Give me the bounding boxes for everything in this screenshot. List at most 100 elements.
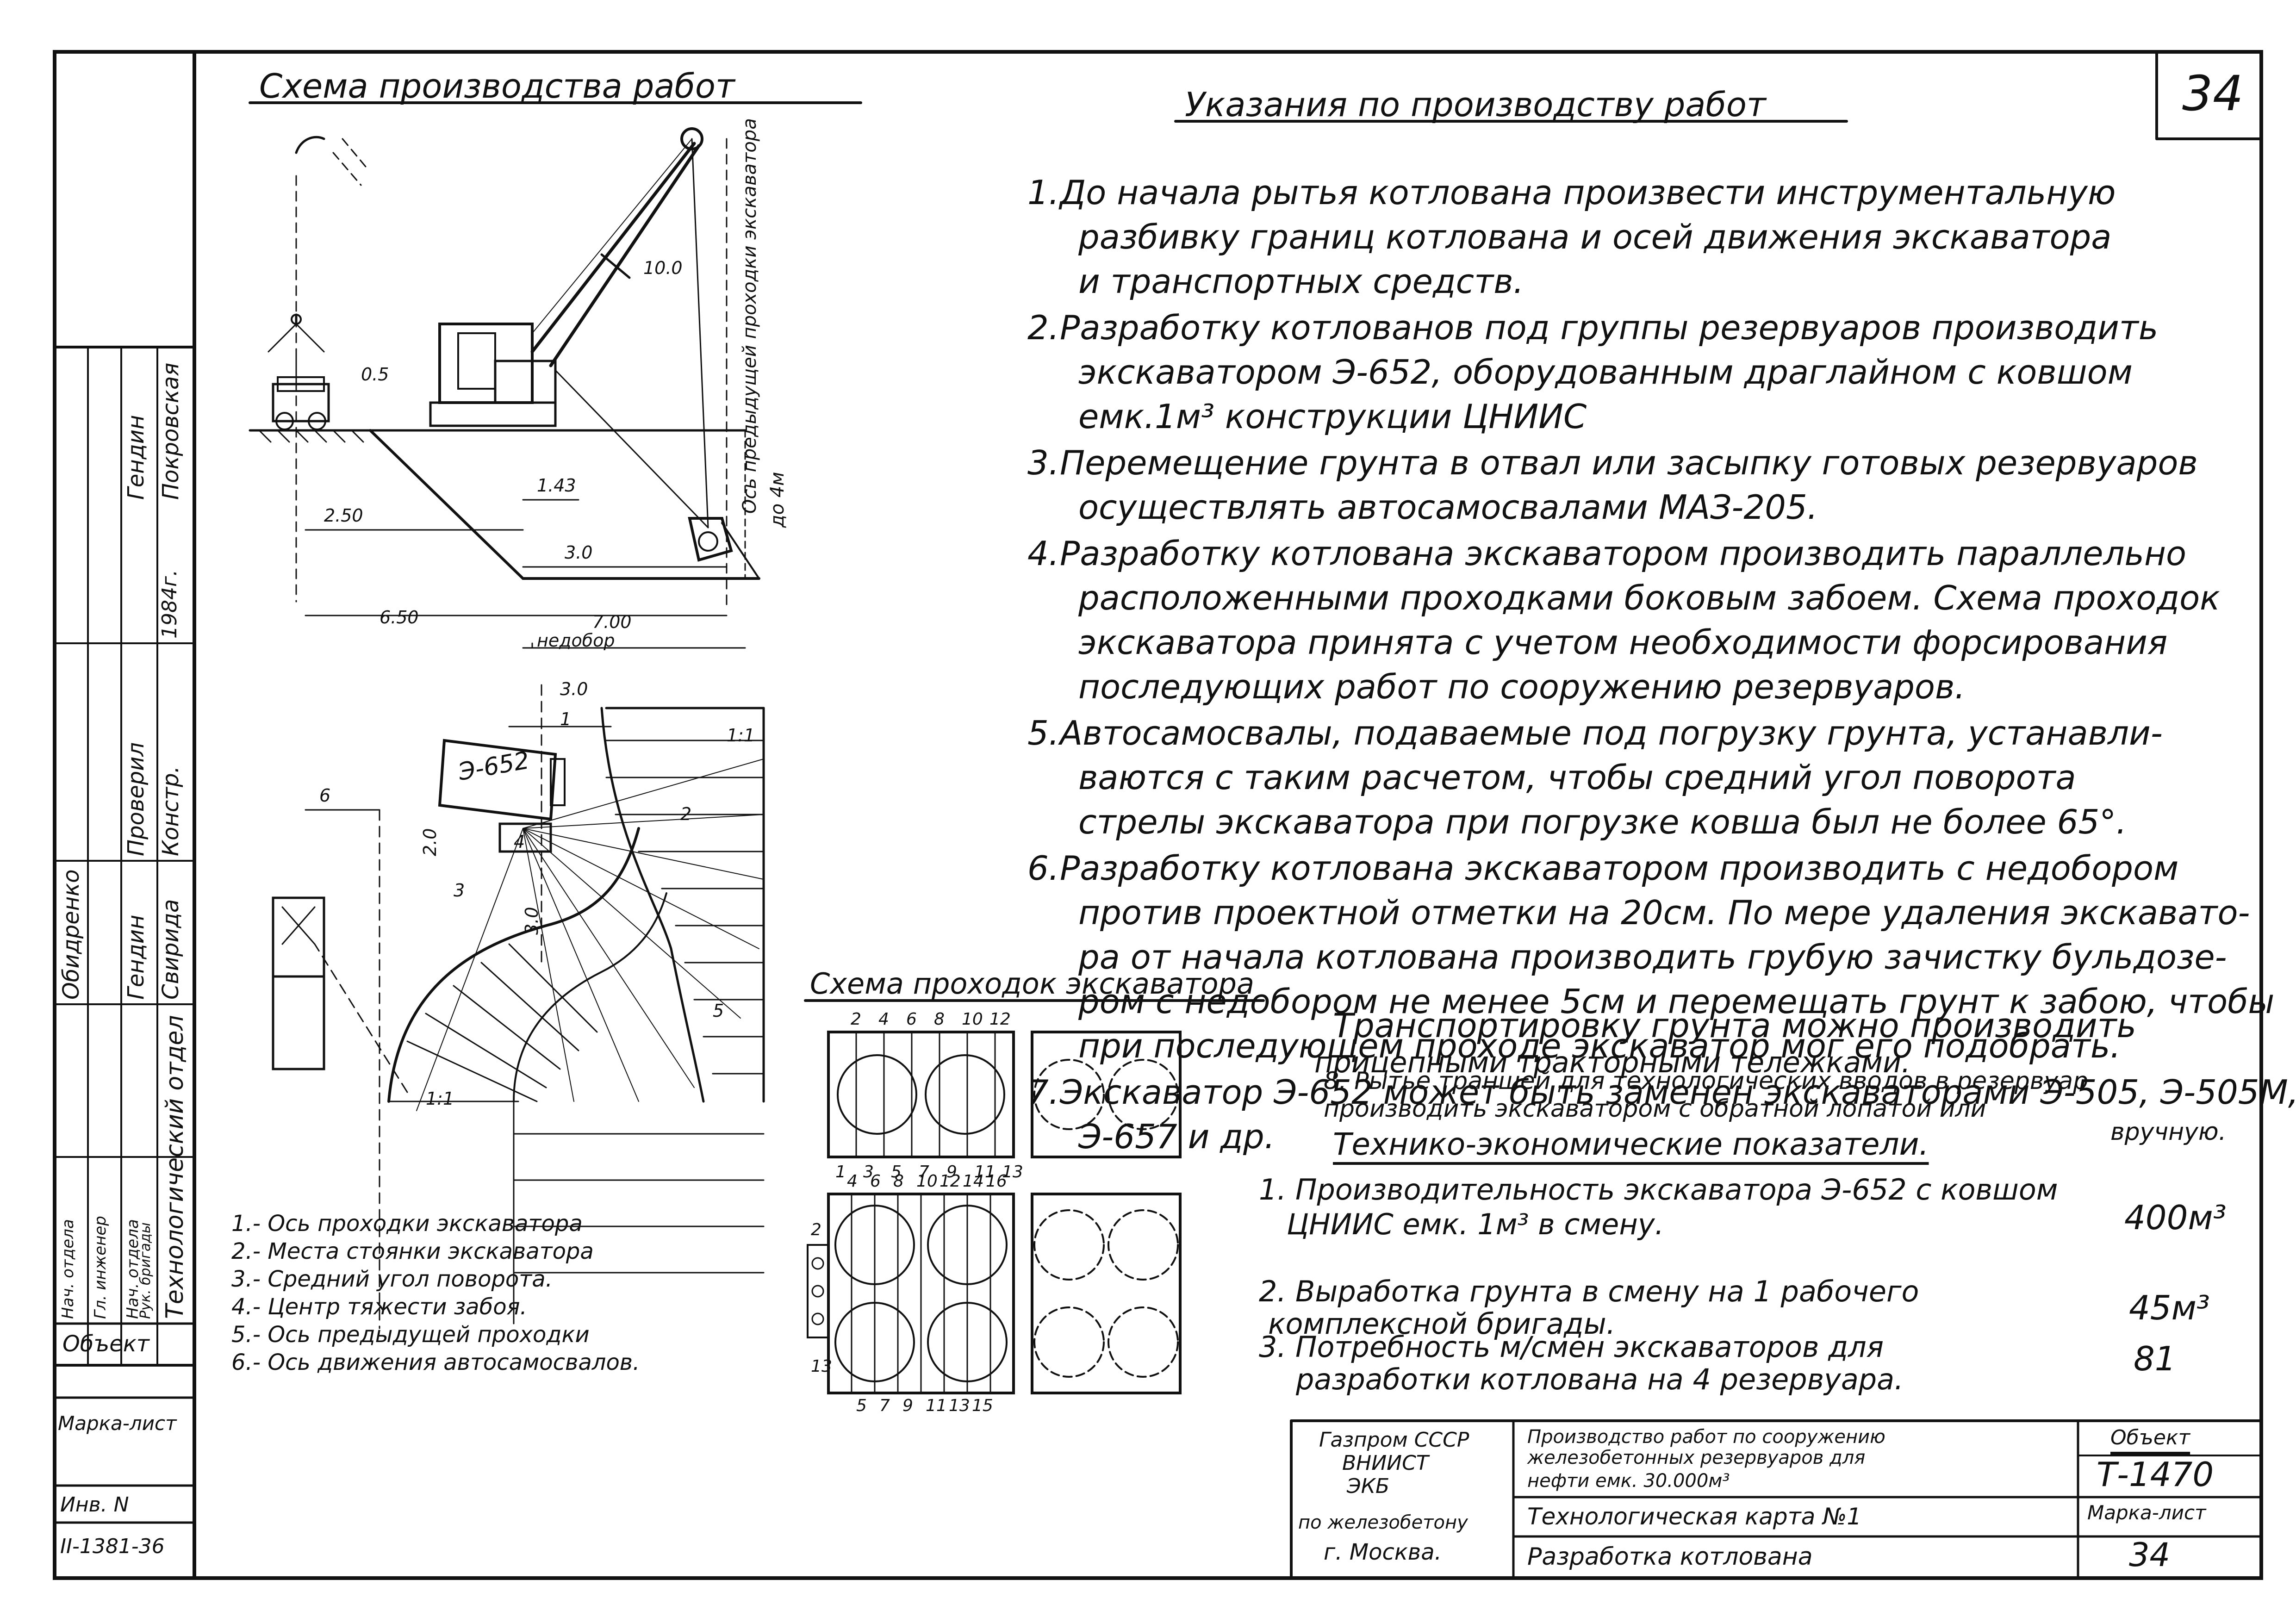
tep-3-line-2: разработки котлована на 4 резервуара.: [1296, 1362, 1904, 1396]
sidebar-role-2: Гл. инженер: [91, 1216, 110, 1319]
instruction-5-line-2: ваются с таким расчетом, чтобы средний у…: [1078, 758, 2076, 797]
instruction-1-line-1: До начала рытья котлована произвести инс…: [1060, 173, 2116, 212]
org-line-2: ВНИИСТ: [1342, 1451, 1429, 1475]
legend-3: 3.- Средний угол поворота.: [231, 1266, 553, 1292]
org-line-3: ЭКБ: [1347, 1474, 1390, 1498]
passes-bot-labels-a-6: 11: [974, 1163, 996, 1181]
passes-bot-labels-a-1: 1: [835, 1163, 846, 1181]
plan-dim-3-0: 3.0: [560, 679, 588, 699]
passes-top-labels-a-6: 12: [989, 1010, 1011, 1029]
legend-6: 6.- Ось движения автосамосвалов.: [231, 1349, 640, 1375]
passes-top-labels-a-3: 6: [906, 1010, 917, 1029]
dim-1-43: 1.43: [537, 475, 576, 496]
org-line-1: Газпром СССР: [1319, 1428, 1469, 1452]
tep-title: Технико-экономические показатели.: [1333, 1126, 1929, 1162]
item8-line-1: 8. Рытье траншей для технологических вво…: [1324, 1067, 2089, 1095]
instruction-1-number: 1.: [1027, 173, 1059, 212]
dim-2-50: 2.50: [324, 505, 363, 526]
instruction-4-line-2: расположенными проходками боковым забоем…: [1078, 578, 2220, 617]
tep-1-line-1: 1. Производительность экскаватора Э-652 …: [1259, 1173, 2058, 1206]
object-value: Т-1470: [2097, 1455, 2214, 1494]
instruction-6-line-2: против проектной отметки на 20см. По мер…: [1078, 893, 2250, 932]
dim-6-50: 6.50: [380, 607, 419, 628]
passes-top-labels-b-2: 6: [870, 1172, 881, 1191]
sidebar-col-name-2: Покровская: [158, 362, 184, 500]
page-number: 34: [2182, 65, 2244, 122]
passes-title: Схема проходок экскаватора: [810, 967, 1254, 1001]
prev-pass-axis-label: Ось предыдущей проходки экскаватора: [739, 118, 760, 514]
dim-7-00: 7.00: [592, 612, 632, 632]
tep-3-value: 81: [2134, 1339, 2176, 1378]
passes-bot-labels-b-1: 5: [856, 1396, 867, 1415]
passes-side-label-1: 2: [811, 1220, 821, 1239]
org-line-5: г. Москва.: [1324, 1539, 1442, 1565]
instruction-1-line-2: разбивку границ котлована и осей движени…: [1078, 218, 2112, 256]
passes-top-labels-b-6: 14: [963, 1172, 984, 1191]
tech-card-label: Технологическая карта №1: [1527, 1503, 1862, 1530]
plan-num-6: 6: [319, 785, 331, 806]
instruction-5-line-3: стрелы экскаватора при погрузке ковша бы…: [1078, 802, 2127, 841]
work-title: Разработка котлована: [1527, 1543, 1813, 1571]
legend-1: 1.- Ось проходки экскаватора: [231, 1211, 583, 1237]
org-line-4: по железобетону: [1298, 1512, 1468, 1533]
sidebar-review-1: Проверил: [123, 742, 149, 856]
instruction-3-number: 3.: [1027, 443, 1059, 482]
instructions-title: Указания по производству работ: [1185, 85, 1766, 124]
project-line-2: железобетонных резервуаров для: [1527, 1447, 1866, 1468]
instruction-6-line-3: ра от начала котлована производить грубу…: [1078, 938, 2227, 976]
plan-num-5: 5: [713, 1001, 724, 1021]
passes-top-labels-a-1: 2: [851, 1010, 861, 1029]
plan-num-2: 2: [680, 804, 692, 824]
sidebar-code: II-1381-36: [60, 1535, 165, 1558]
instruction-1-line-3: и транспортных средств.: [1078, 262, 1524, 301]
depth-label: до 4м: [767, 472, 788, 528]
plan-num-1: 1: [560, 709, 572, 729]
plan-num-4: 4: [514, 832, 525, 852]
project-line-3: нефти емк. 30.000м³: [1527, 1470, 1730, 1492]
slope-label-1: 1:1: [727, 725, 755, 746]
passes-bot-labels-a-3: 5: [891, 1163, 902, 1181]
passes-top-labels-a-5: 10: [962, 1010, 983, 1029]
sidebar-col-name-1: Гендин: [123, 415, 149, 500]
slope-label-2: 1:1: [426, 1088, 454, 1109]
tep-2-line-1: 2. Выработка грунта в смену на 1 рабочег…: [1259, 1275, 1919, 1308]
passes-bot-labels-b-2: 7: [879, 1396, 890, 1415]
instruction-3-line-2: осуществлять автосамосвалами МАЗ-205.: [1078, 488, 1818, 527]
sidebar-object: Объект: [62, 1331, 149, 1357]
sidebar-name-3: Свирида: [158, 899, 184, 1000]
instruction-2-line-1: Разработку котлованов под группы резерву…: [1060, 308, 2159, 347]
dim-0-5: 0.5: [361, 364, 389, 385]
instruction-3-line-1: Перемещение грунта в отвал или засыпку г…: [1060, 443, 2198, 482]
sidebar-dept: Технологический отдел: [161, 1015, 189, 1319]
scheme-title: Схема производства работ: [259, 67, 735, 106]
instruction-6-number: 6.: [1027, 849, 1059, 888]
instruction-5-line-1: Автосамосвалы, подаваемые под погрузку г…: [1060, 714, 2163, 752]
sidebar-role-4: Рук. бригады: [137, 1222, 154, 1319]
instruction-6-line-5: при последующем проходе экскаватор мог е…: [1078, 1026, 2121, 1065]
plan-dim-2-0: 2.0: [420, 828, 440, 856]
dim-10: 10.0: [643, 258, 683, 278]
instruction-5-number: 5.: [1027, 714, 1059, 752]
instruction-4-number: 4.: [1027, 534, 1059, 573]
item8-line-2: производить экскаватором с обратной лопа…: [1324, 1095, 1986, 1123]
passes-side-label-3: 3: [821, 1357, 832, 1376]
mark-label: Марка-лист: [2087, 1501, 2206, 1524]
instruction-6-line-4: ром с недобором не менее 5см и перемещат…: [1078, 982, 2275, 1021]
instruction-2-line-3: емк.1м³ конструкции ЦНИИС: [1078, 397, 1587, 436]
sidebar-review-2: Констр.: [158, 766, 184, 856]
project-line-1: Производство работ по сооружению: [1527, 1426, 1885, 1448]
tep-1-line-2: ЦНИИС емк. 1м³ в смену.: [1287, 1207, 1664, 1241]
item8-line-3: вручную.: [2110, 1118, 2227, 1146]
passes-side-label-2: 1: [811, 1357, 821, 1376]
sidebar-name-1: Обидренко: [58, 869, 84, 1000]
passes-bot-labels-a-5: 9: [946, 1163, 957, 1181]
transport-note-line-2: прицепными тракторными тележками.: [1314, 1045, 1911, 1079]
passes-bot-labels-a-7: 13: [1002, 1163, 1023, 1181]
passes-bot-labels-b-5: 13: [949, 1396, 970, 1415]
instruction-2-number: 2.: [1027, 308, 1059, 347]
passes-bot-labels-b-6: 15: [972, 1396, 993, 1415]
passes-top-labels-b-5: 12: [940, 1172, 961, 1191]
sidebar-inv: Инв. N: [60, 1493, 129, 1517]
